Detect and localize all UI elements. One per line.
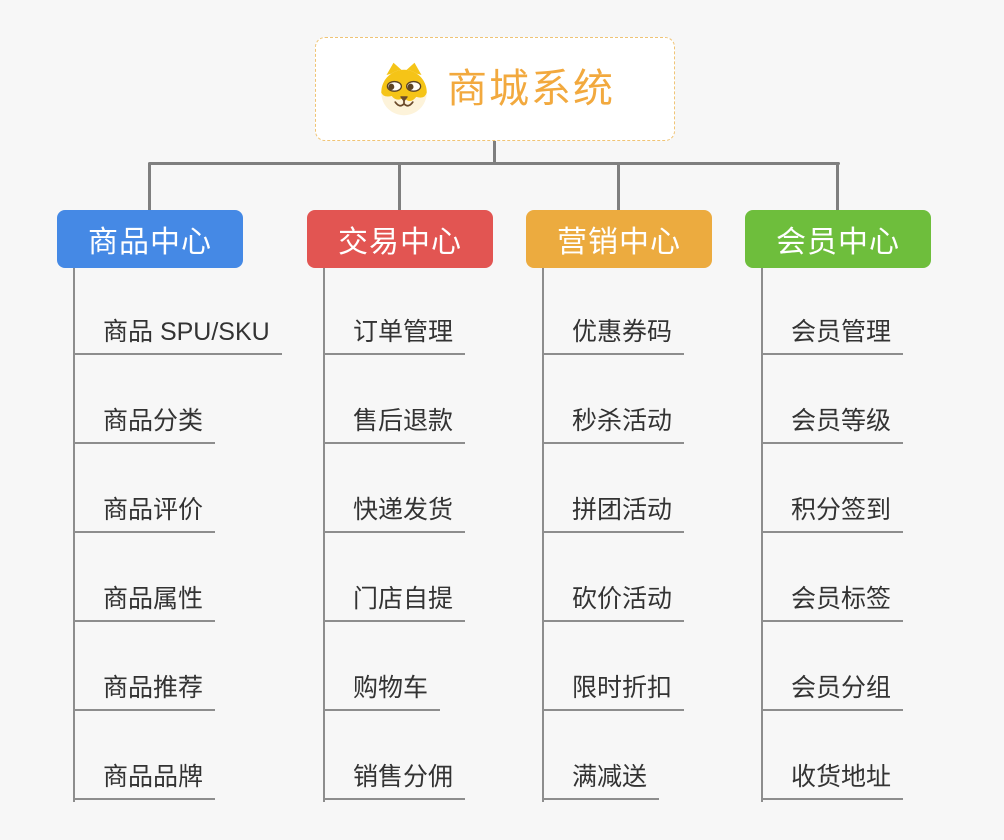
topic-node[interactable]: 秒杀活动 (542, 406, 685, 444)
branch-connector-line (323, 268, 325, 802)
topic-node[interactable]: 会员等级 (761, 406, 904, 444)
connector-drop-branch-1 (148, 163, 151, 210)
topic-node[interactable]: 砍价活动 (542, 584, 685, 622)
branch-node-product-center[interactable]: 商品中心 (57, 210, 243, 268)
topic-node[interactable]: 会员管理 (761, 317, 904, 355)
topic-node[interactable]: 会员分组 (761, 673, 904, 711)
topic-node[interactable]: 销售分佣 (323, 762, 466, 800)
topic-node[interactable]: 商品属性 (73, 584, 216, 622)
topic-node[interactable]: 会员标签 (761, 584, 904, 622)
connector-drop-branch-4 (836, 163, 839, 210)
topic-node[interactable]: 积分签到 (761, 495, 904, 533)
connector-root-stub (493, 141, 496, 165)
topic-node[interactable]: 订单管理 (323, 317, 466, 355)
branch-node-member-center[interactable]: 会员中心 (745, 210, 931, 268)
topic-node[interactable]: 商品 SPU/SKU (73, 317, 282, 355)
branch-node-trade-center[interactable]: 交易中心 (307, 210, 493, 268)
topic-node[interactable]: 商品分类 (73, 406, 216, 444)
dog-face-icon (381, 62, 427, 116)
topic-node[interactable]: 限时折扣 (542, 673, 685, 711)
topic-node[interactable]: 购物车 (323, 673, 441, 711)
connector-drop-branch-2 (398, 163, 401, 210)
topic-node[interactable]: 优惠券码 (542, 317, 685, 355)
topic-node[interactable]: 商品推荐 (73, 673, 216, 711)
branch-node-marketing-center[interactable]: 营销中心 (526, 210, 712, 268)
topic-node[interactable]: 拼团活动 (542, 495, 685, 533)
topic-node[interactable]: 满减送 (542, 762, 660, 800)
topic-node[interactable]: 门店自提 (323, 584, 466, 622)
topic-node[interactable]: 售后退款 (323, 406, 466, 444)
branch-connector-line (542, 268, 544, 802)
topic-node[interactable]: 收货地址 (761, 762, 904, 800)
topic-node[interactable]: 商品评价 (73, 495, 216, 533)
root-node-mall-system[interactable]: 商城系统 (315, 37, 675, 141)
topic-node[interactable]: 快递发货 (323, 495, 466, 533)
root-title: 商城系统 (447, 67, 615, 111)
connector-drop-branch-3 (617, 163, 620, 210)
branch-connector-line (73, 268, 75, 802)
branch-connector-line (761, 268, 763, 802)
topic-node[interactable]: 商品品牌 (73, 762, 216, 800)
connector-bus (148, 162, 840, 165)
